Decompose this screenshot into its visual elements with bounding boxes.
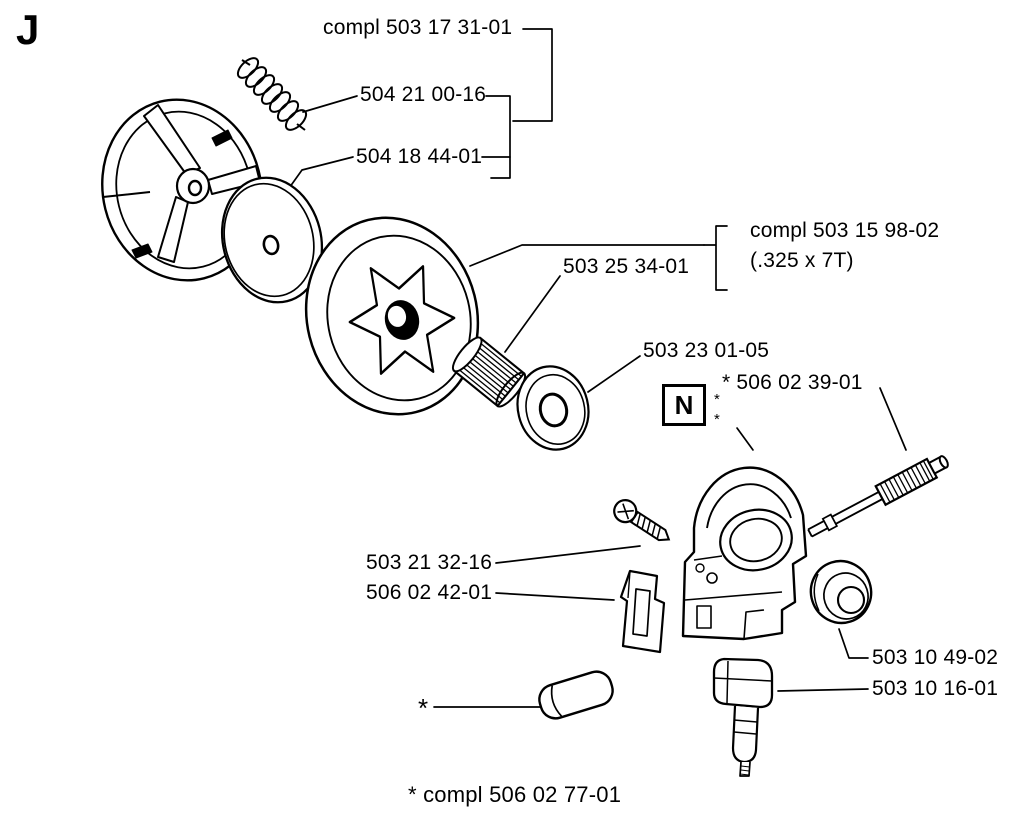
strainer-block-drawing — [538, 670, 614, 720]
callout-clutch-spring: 504 21 00-16 — [360, 83, 487, 106]
callout-strainer-asterisk: * — [418, 693, 429, 723]
callout-clutch-complete: compl 503 17 31-01 — [323, 16, 513, 39]
pump-bracket-drawing — [619, 569, 666, 654]
callout-worm-gear: * 506 02 39-01 — [722, 371, 863, 394]
callout-pump-plug: 503 10 16-01 — [872, 677, 999, 700]
callout-pump-screw: 503 21 32-16 — [366, 551, 493, 574]
badge-asterisk-bottom: * — [714, 411, 720, 428]
callout-pump-bracket: 506 02 42-01 — [366, 581, 493, 604]
clutch-spring-drawing — [236, 57, 308, 131]
section-letter: J — [16, 6, 40, 53]
callout-front-washer: 504 18 44-01 — [356, 145, 483, 168]
needle-bearing-drawing — [451, 336, 527, 408]
clutch-drum-drawing — [304, 216, 480, 416]
pump-screw-drawing — [613, 499, 671, 542]
callout-footnote: * compl 506 02 77-01 — [408, 782, 622, 807]
badge-asterisk-top: * — [714, 391, 720, 408]
worm-gear-drawing — [807, 455, 949, 538]
callout-pump-plunger: 503 10 49-02 — [872, 646, 999, 669]
callout-drum-spec: (.325 x 7T) — [750, 249, 854, 272]
pump-plug-drawing — [712, 657, 774, 777]
callout-drum-complete: compl 503 15 98-02 — [750, 219, 940, 242]
front-washer-drawing — [220, 176, 324, 304]
rear-washer-drawing — [516, 365, 590, 451]
oil-pump-housing-drawing — [681, 466, 808, 641]
callout-needle-bearing: 503 25 34-01 — [563, 255, 690, 278]
n-badge: N — [662, 384, 706, 426]
leader-lines — [286, 28, 907, 708]
callout-rear-washer: 503 23 01-05 — [643, 339, 770, 362]
pump-plunger-drawing — [809, 559, 873, 625]
